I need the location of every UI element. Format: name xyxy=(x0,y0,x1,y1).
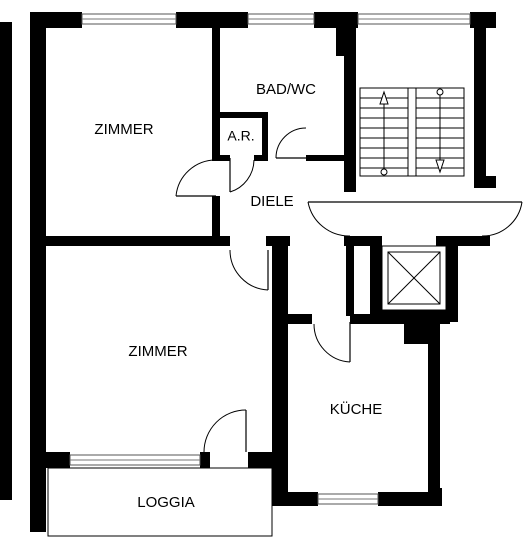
bath-stair-wall xyxy=(344,12,356,192)
neighbour-wall-stub-2 xyxy=(0,450,12,466)
zimmer-diele-partition xyxy=(212,196,220,240)
label-zimmer-bottom: ZIMMER xyxy=(128,343,187,360)
label-diele: DIELE xyxy=(250,193,293,210)
neighbour-wall-left xyxy=(0,22,12,500)
label-zimmer-top: ZIMMER xyxy=(94,121,153,138)
kueche-right-wall xyxy=(428,314,440,506)
staircase xyxy=(359,87,465,177)
door-loggia xyxy=(203,409,247,453)
door-ar xyxy=(229,158,255,193)
walls xyxy=(0,12,496,532)
loggia-outline xyxy=(47,467,273,537)
door-bad xyxy=(275,127,307,159)
door-kueche xyxy=(313,322,351,363)
stair-treads xyxy=(360,97,464,169)
kueche-top-wall-left xyxy=(288,314,312,324)
kueche-bottom-wall-left xyxy=(288,492,318,506)
stair-right-wall xyxy=(474,12,486,188)
loggia-wall-right xyxy=(248,452,288,468)
left-wall-inner xyxy=(38,12,46,532)
door-zimmer-bottom xyxy=(229,249,269,291)
bad-bottom-wall xyxy=(306,155,352,161)
ar-bottom-wall-left xyxy=(212,155,230,161)
windows xyxy=(69,13,471,505)
room-labels: ZIMMER BAD/WC A.R. DIELE ZIMMER KÜCHE LO… xyxy=(94,81,382,511)
kueche-door-jamb xyxy=(346,246,354,316)
left-wall-outer xyxy=(30,12,38,532)
neighbour-wall-stub xyxy=(0,238,12,252)
door-zimmer-top xyxy=(175,159,217,197)
window-loggia xyxy=(69,454,201,466)
ar-right-wall xyxy=(262,112,268,160)
lift-right-wall xyxy=(446,236,458,322)
label-ar: A.R. xyxy=(227,128,254,144)
door-entrance xyxy=(307,201,523,237)
zimmer-bad-partition xyxy=(212,28,220,160)
zimmer-divider-stub xyxy=(220,236,230,246)
label-loggia: LOGGIA xyxy=(137,494,195,511)
stair-arrow-down-icon xyxy=(435,159,445,174)
ar-bottom-wall-right xyxy=(254,155,268,161)
zimmer-kueche-wall xyxy=(272,236,288,506)
kueche-column xyxy=(404,322,430,344)
label-kueche: KÜCHE xyxy=(330,400,383,418)
lift-top-left-wall xyxy=(344,236,376,246)
loggia-wall-left xyxy=(46,452,70,468)
top-wall-a xyxy=(30,12,82,28)
zimmer-divider-wall xyxy=(46,236,220,246)
doors xyxy=(175,127,523,453)
lift-top-right-wall xyxy=(436,236,490,246)
lift-left-wall xyxy=(370,236,382,322)
ar-top-wall xyxy=(212,112,268,118)
kueche-bottom-wall-right xyxy=(378,492,442,506)
stair-arrow-up-icon xyxy=(379,90,389,105)
stair-outline xyxy=(359,87,465,177)
window-kueche xyxy=(317,493,379,505)
top-wall-b xyxy=(176,12,248,28)
label-bad-wc: BAD/WC xyxy=(256,81,316,98)
window-stair xyxy=(357,13,471,25)
window-zimmer-top xyxy=(81,13,177,25)
elevator-shaft xyxy=(381,245,447,311)
kueche-top-wall-right xyxy=(350,314,450,324)
window-bad xyxy=(247,13,315,25)
stair-right-stub xyxy=(486,176,496,188)
loggia-wall-mid xyxy=(200,452,210,468)
